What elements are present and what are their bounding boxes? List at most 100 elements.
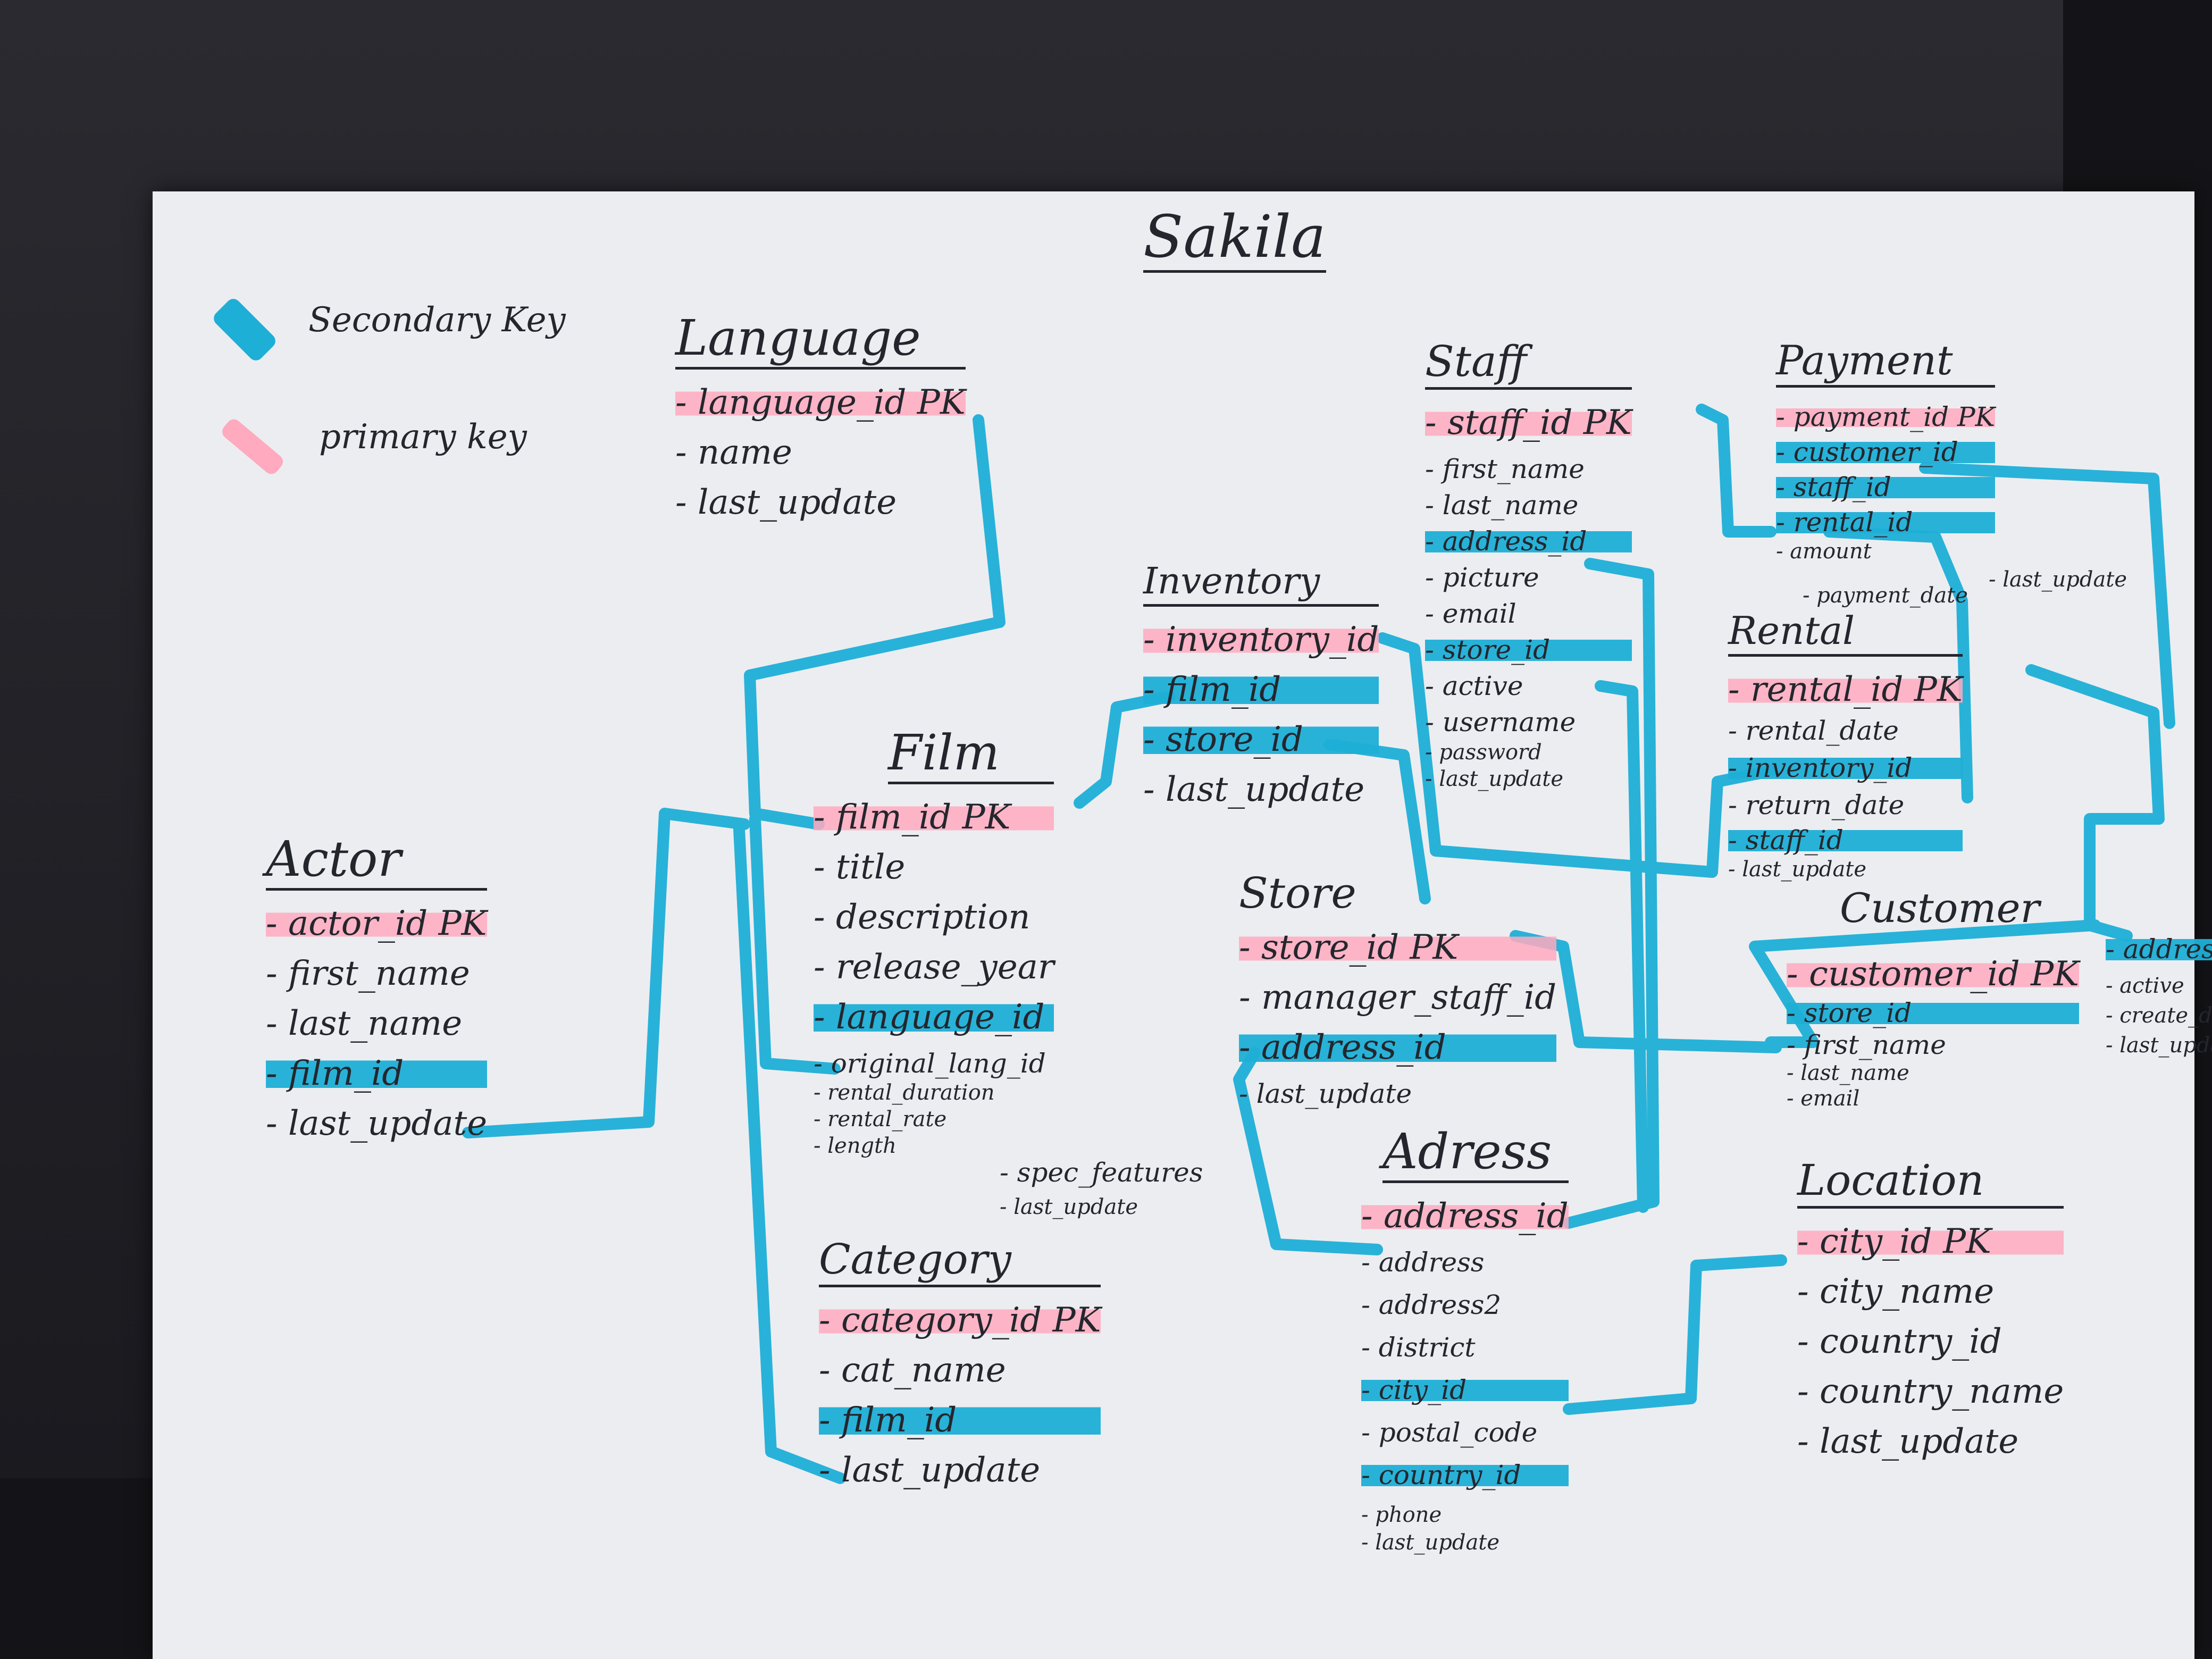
field-last-update: - last_update	[2106, 1033, 2212, 1058]
field-active: - active	[2106, 974, 2184, 998]
field-country-id: - country_id	[1797, 1322, 2002, 1361]
field-address-id: - address_id	[1425, 528, 1632, 555]
field-city-id: - city_id	[1361, 1377, 1569, 1403]
field-last-update: - last_update	[819, 1451, 1041, 1490]
field-film-id: - film_id	[819, 1403, 1101, 1437]
field-address2: - address2	[1361, 1289, 1502, 1320]
field-last-update: - last_update	[675, 483, 897, 522]
legend-primary-key-label: primary key	[319, 417, 527, 457]
field-country-id: - country_id	[1361, 1462, 1569, 1488]
table-address: Adress - address_id - address - address2…	[1361, 1127, 1569, 1569]
table-title: Adress	[1382, 1127, 1569, 1183]
field-customer-id: - customer_id PK	[1787, 954, 2079, 994]
table-rental: Rental - rental_id PK - rental_date - in…	[1728, 611, 1963, 896]
table-title: Payment	[1776, 340, 1996, 388]
table-title: Category	[819, 1239, 1101, 1287]
field-first-name: - first_name	[1787, 1029, 1946, 1060]
field-first-name: - first_name	[1425, 454, 1585, 484]
table-staff: Staff - staff_id PK - first_name - last_…	[1425, 340, 1632, 806]
field-city-id: - city_id PK	[1797, 1225, 2064, 1259]
field-film-id: - film_id	[266, 1057, 488, 1091]
field-address-id: - address_id	[1361, 1196, 1569, 1236]
field-first-name: - first_name	[266, 954, 470, 993]
field-title: - title	[814, 848, 906, 887]
field-name: - name	[675, 433, 792, 472]
field-language-id: - language_id	[814, 1000, 1054, 1034]
table-location: Location - city_id PK - city_name - coun…	[1797, 1159, 2064, 1474]
field-store-id: - store_id	[1143, 723, 1379, 757]
field-last-name: - last_name	[1787, 1061, 1909, 1085]
field-email: - email	[1787, 1086, 1860, 1111]
field-address-id: - address_id	[2106, 936, 2212, 962]
field-payment-date: - payment_date	[1803, 583, 1968, 608]
table-payment: Payment - payment_id PK - customer_id - …	[1776, 340, 1996, 564]
field-address-id: - address_id	[1239, 1030, 1557, 1065]
field-cat-name: - cat_name	[819, 1351, 1006, 1390]
table-language: Language - language_id PK - name - last_…	[675, 314, 966, 535]
table-title: Film	[888, 728, 1054, 784]
field-staff-id: - staff_id	[1728, 827, 1963, 853]
table-category: Category - category_id PK - cat_name - f…	[819, 1239, 1101, 1503]
field-last-update: - last_update	[1728, 857, 1867, 882]
field-last-name: - last_name	[266, 1004, 463, 1043]
field-spec-features: - spec_features	[1000, 1157, 1203, 1188]
field-film-id: - film_id PK	[814, 800, 1054, 834]
field-inventory-id: - inventory_id	[1143, 620, 1379, 659]
field-staff-id: - staff_id	[1776, 474, 1996, 500]
field-last-update: - last_update	[1797, 1422, 2019, 1461]
field-password: - password	[1425, 740, 1542, 765]
field-country-name: - country_name	[1797, 1372, 2064, 1411]
field-store-id: - store_id	[1787, 1000, 2079, 1026]
legend-secondary-key-label: Secondary Key	[308, 300, 566, 340]
field-last-update: - last_update	[1239, 1078, 1412, 1109]
field-rental-duration: - rental_duration	[814, 1080, 995, 1105]
field-postal-code: - postal_code	[1361, 1417, 1538, 1448]
diagram-title: Sakila	[1143, 207, 1326, 273]
field-rental-rate: - rental_rate	[814, 1107, 947, 1132]
field-original-lang-id: - original_lang_id	[814, 1048, 1046, 1079]
table-title: Rental	[1728, 611, 1963, 657]
field-payment-id: - payment_id PK	[1776, 401, 1996, 432]
field-amount: - amount	[1776, 539, 1872, 564]
field-description: - description	[814, 898, 1030, 937]
field-last-update: - last_update	[266, 1104, 488, 1143]
field-last-name: - last_name	[1425, 490, 1579, 521]
field-release-year: - release_year	[814, 948, 1054, 987]
table-customer-title: Customer	[1840, 884, 2040, 932]
field-district: - district	[1361, 1332, 1476, 1363]
field-category-id: - category_id PK	[819, 1301, 1101, 1340]
field-language-id: - language_id PK	[675, 383, 966, 422]
field-active: - active	[1425, 671, 1523, 701]
field-email: - email	[1425, 598, 1516, 629]
field-rental-date: - rental_date	[1728, 715, 1899, 746]
table-customer-overflow: - address_id - active - create_date - la…	[2106, 936, 2212, 1072]
field-length: - length	[814, 1134, 896, 1158]
field-film-id: - film_id	[1143, 673, 1379, 707]
field-inventory-id: - inventory_id	[1728, 755, 1963, 781]
table-title: Actor	[266, 835, 488, 891]
field-phone: - phone	[1361, 1503, 1442, 1527]
field-customer-id: - customer_id	[1776, 439, 1996, 465]
field-store-id: - store_id PK	[1239, 931, 1557, 965]
field-rental-id: - rental_id PK	[1728, 670, 1963, 709]
field-staff-id: - staff_id PK	[1425, 403, 1632, 442]
table-title: Staff	[1425, 340, 1632, 390]
field-picture: - picture	[1425, 562, 1539, 593]
table-title: Location	[1797, 1159, 2064, 1209]
field-manager-staff-id: - manager_staff_id	[1239, 978, 1557, 1017]
table-title: Inventory	[1143, 564, 1379, 607]
field-store-id: - store_id	[1425, 636, 1632, 663]
field-last-update: - last_update	[1425, 767, 1564, 791]
field-last-update: - last_update	[1361, 1530, 1500, 1555]
field-last-update: - last_update	[1143, 770, 1365, 809]
table-inventory: Inventory - inventory_id - film_id - sto…	[1143, 564, 1379, 823]
field-create-date: - create_date	[2106, 1003, 2212, 1028]
table-customer: - customer_id PK - store_id - first_name…	[1787, 957, 2079, 1125]
table-title: Language	[675, 314, 966, 370]
field-actor-id: - actor_id PK	[266, 904, 488, 943]
field-return-date: - return_date	[1728, 790, 1905, 820]
table-store: Store - store_id PK - manager_staff_id -…	[1239, 872, 1557, 1123]
table-film: Film - film_id PK - title - description …	[814, 728, 1054, 1162]
field-address: - address	[1361, 1247, 1485, 1278]
field-payment-last-update: - last_update	[1989, 567, 2127, 592]
